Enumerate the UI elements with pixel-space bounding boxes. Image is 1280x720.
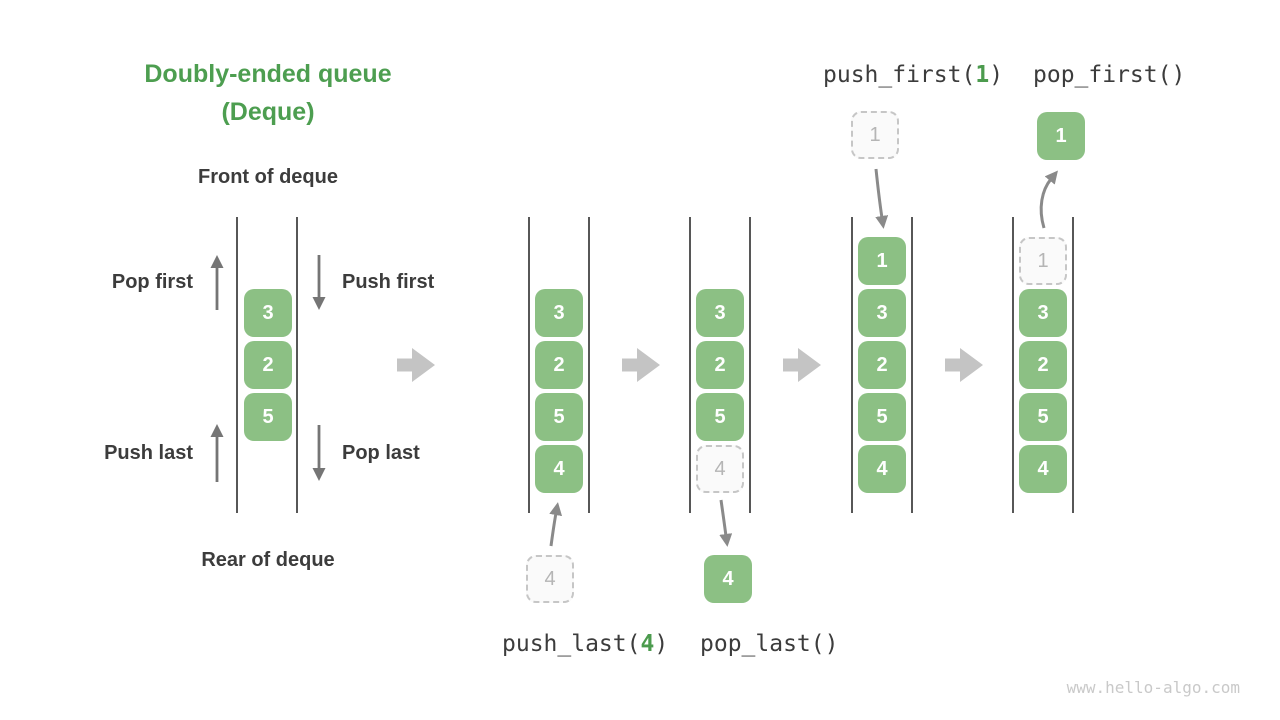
rear-of-deque-label: Rear of deque — [201, 549, 335, 571]
queue-cell: 2 — [244, 341, 292, 389]
popped-item-cell: 4 — [704, 555, 752, 603]
push-first-call-label: push_first(1) — [823, 61, 1003, 89]
queue-cell: 5 — [696, 393, 744, 441]
removed-slot-cell: 4 — [696, 445, 744, 493]
page-title-line2: (Deque) — [221, 98, 315, 126]
push-first-insert-arrow-icon — [874, 168, 889, 229]
queue-cell: 3 — [1019, 289, 1067, 337]
queue-cell: 3 — [696, 289, 744, 337]
call-prefix: push_first( — [823, 62, 976, 88]
queue-cell: 2 — [1019, 341, 1067, 389]
transition-arrow-3-icon — [783, 348, 821, 382]
queue-cell: 4 — [1019, 445, 1067, 493]
deque-channel-push-last — [528, 217, 590, 513]
queue-cell: 2 — [535, 341, 583, 389]
call-arg: 1 — [975, 62, 990, 88]
page-title-line1: Doubly-ended queue — [144, 60, 392, 88]
removed-slot-cell: 1 — [1019, 237, 1067, 285]
queue-cell: 2 — [696, 341, 744, 389]
push-last-insert-arrow-icon — [549, 502, 563, 547]
transition-arrow-2-icon — [622, 348, 660, 382]
call-prefix: push_last( — [502, 631, 641, 657]
queue-cell: 5 — [858, 393, 906, 441]
queue-cell: 4 — [858, 445, 906, 493]
transition-arrow-4-icon — [945, 348, 983, 382]
page-title: Doubly-ended queue (Deque) — [132, 55, 404, 131]
popped-item-cell: 1 — [1037, 112, 1085, 160]
transition-arrow-1-icon — [397, 348, 435, 382]
front-of-deque-label: Front of deque — [198, 166, 338, 188]
queue-cell: 4 — [535, 445, 583, 493]
deque-channel-initial — [236, 217, 298, 513]
pop-first-call-label: pop_first() — [1033, 62, 1186, 88]
deque-channel-push-first — [851, 217, 913, 513]
queue-cell: 3 — [244, 289, 292, 337]
queue-cell: 5 — [535, 393, 583, 441]
call-arg: 4 — [640, 631, 655, 657]
call-suffix: ) — [989, 62, 1004, 88]
push-first-label: Push first — [342, 271, 435, 293]
queue-cell: 3 — [858, 289, 906, 337]
queue-cell: 3 — [535, 289, 583, 337]
pop-last-label: Pop last — [342, 442, 420, 464]
queue-cell: 5 — [1019, 393, 1067, 441]
queue-cell: 5 — [244, 393, 292, 441]
deque-channel-pop-last — [689, 217, 751, 513]
incoming-item-cell: 4 — [526, 555, 574, 603]
push-last-call-label: push_last(4) — [502, 630, 668, 658]
watermark: www.hello-algo.com — [1066, 678, 1240, 697]
push-last-label: Push last — [104, 442, 193, 464]
queue-cell: 2 — [858, 341, 906, 389]
queue-cell: 1 — [858, 237, 906, 285]
pop-last-call-label: pop_last() — [700, 631, 839, 657]
pop-first-label: Pop first — [111, 271, 193, 293]
deque-channel-pop-first — [1012, 217, 1074, 513]
incoming-item-cell: 1 — [851, 111, 899, 159]
call-suffix: ) — [654, 631, 669, 657]
